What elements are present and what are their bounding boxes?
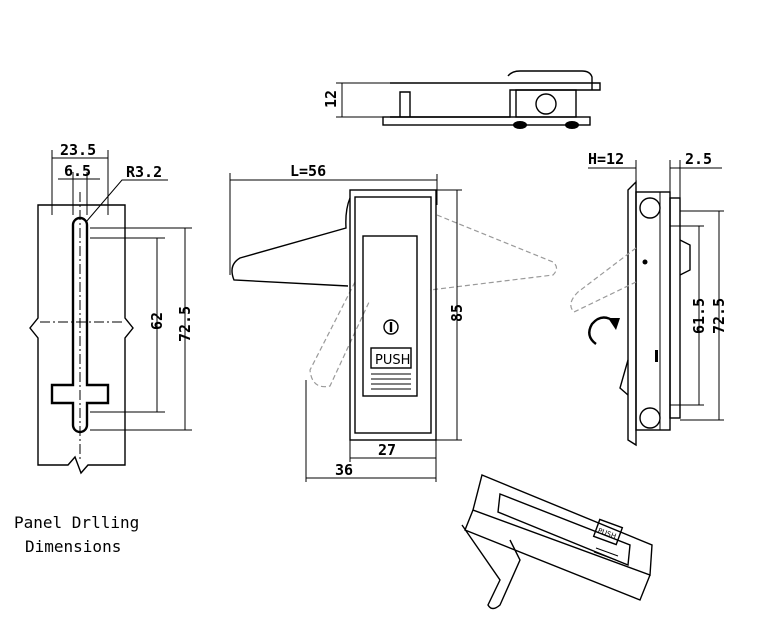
top-height-dimension: 12: [322, 90, 340, 108]
panel-drilling-view: 23.5 6.5 R3.2 62 72.5 Panel Drlling Dime…: [14, 141, 194, 556]
width-dimension: 23.5: [60, 141, 96, 159]
isometric-view: PUSH: [461, 474, 653, 610]
side-outer-height-dimension: 72.5: [710, 298, 728, 334]
total-width-dimension: 36: [335, 461, 353, 479]
slot-height-dimension: 62: [148, 312, 166, 330]
side-offset-dimension: 2.5: [685, 150, 712, 168]
body-width-dimension: 27: [378, 441, 396, 459]
handle-length-dimension: L=56: [290, 162, 326, 180]
top-view: 12: [322, 70, 601, 129]
side-h-dimension: H=12: [588, 150, 624, 168]
inner-width-dimension: 6.5: [64, 162, 91, 180]
overall-height-dimension: 72.5: [176, 306, 194, 342]
drilling-caption: Panel Drlling: [14, 513, 139, 532]
front-height-dimension: 85: [448, 304, 466, 322]
side-inner-height-dimension: 61.5: [690, 298, 708, 334]
radius-dimension: R3.2: [126, 163, 162, 181]
side-view: H=12 2.5 61.5 72.5: [570, 150, 728, 447]
drilling-caption-2: Dimensions: [25, 537, 121, 556]
push-label: PUSH: [375, 353, 410, 368]
front-view: L=56 PUSH 85 27 36: [229, 162, 558, 482]
